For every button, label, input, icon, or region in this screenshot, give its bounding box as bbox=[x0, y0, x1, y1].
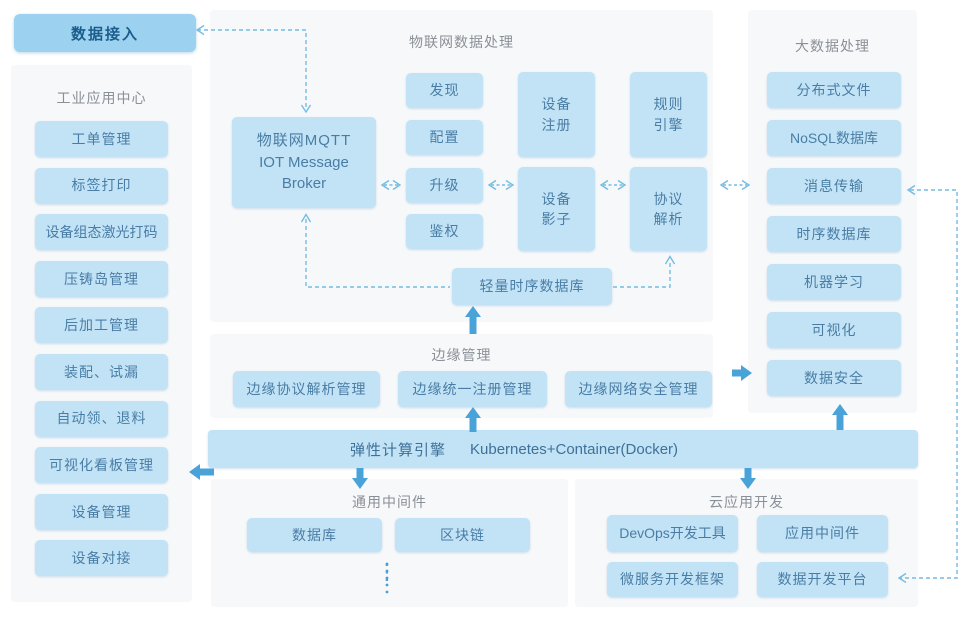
broker-line1: 物联网MQTT bbox=[256, 131, 352, 149]
module-box: 设备对接 bbox=[35, 540, 168, 577]
module-box: 边缘统一注册管理 bbox=[398, 371, 547, 407]
module-box: NoSQL数据库 bbox=[767, 120, 901, 156]
edge-management-panel: 边缘管理 边缘协议解析管理 边缘统一注册管理 边缘网络安全管理 bbox=[210, 334, 713, 418]
module-box: 区块链 bbox=[395, 518, 530, 552]
module-box: 设备注册 bbox=[518, 72, 595, 157]
module-box: 鉴权 bbox=[406, 214, 483, 249]
module-box: 自动领、退料 bbox=[35, 400, 168, 437]
module-box: 发现 bbox=[406, 73, 483, 108]
module-box: 边缘网络安全管理 bbox=[565, 371, 712, 407]
module-box: 设备管理 bbox=[35, 493, 168, 530]
module-box: 数据开发平台 bbox=[757, 562, 888, 597]
elastic-compute-bar: 弹性计算引擎 Kubernetes+Container(Docker) bbox=[208, 430, 918, 468]
module-box: 装配、试漏 bbox=[35, 353, 168, 390]
module-box: 设备组态激光打码 bbox=[35, 214, 168, 251]
module-box: 边缘协议解析管理 bbox=[233, 371, 380, 407]
module-box: 分布式文件 bbox=[767, 72, 901, 108]
elastic-compute-labels: 弹性计算引擎 Kubernetes+Container(Docker) bbox=[350, 430, 678, 468]
edge-panel-title: 边缘管理 bbox=[431, 347, 492, 363]
industrial-item-list: 工单管理 标签打印 设备组态激光打码 压铸岛管理 后加工管理 装配、试漏 自动领… bbox=[35, 121, 168, 577]
elastic-engine-label: 弹性计算引擎 bbox=[350, 441, 447, 459]
more-items-ellipsis: ⋮ bbox=[376, 559, 398, 584]
bigdata-item-list: 分布式文件 NoSQL数据库 消息传输 时序数据库 机器学习 可视化 数据安全 bbox=[767, 72, 901, 396]
middleware-panel: 通用中间件 数据库 区块链 ⋮ bbox=[211, 479, 568, 607]
industrial-app-center-panel: 工业应用中心 工单管理 标签打印 设备组态激光打码 压铸岛管理 后加工管理 装配… bbox=[11, 65, 192, 602]
data-access-button: 数据接入 bbox=[14, 14, 196, 52]
iot-panel-title: 物联网数据处理 bbox=[409, 34, 514, 50]
module-box: 标签打印 bbox=[35, 167, 168, 204]
mqtt-broker-box: 物联网MQTT IOT Message Broker bbox=[232, 117, 376, 208]
cloud-panel-title: 云应用开发 bbox=[709, 494, 784, 510]
module-box: 微服务开发框架 bbox=[607, 562, 738, 597]
elastic-tech-label: Kubernetes+Container(Docker) bbox=[470, 440, 679, 458]
module-box: 机器学习 bbox=[767, 264, 901, 300]
bigdata-panel: 大数据处理 分布式文件 NoSQL数据库 消息传输 时序数据库 机器学习 可视化… bbox=[748, 10, 917, 413]
module-box: 压铸岛管理 bbox=[35, 260, 168, 297]
module-box: 可视化看板管理 bbox=[35, 447, 168, 484]
tsdb-box: 轻量时序数据库 bbox=[452, 268, 612, 305]
middleware-panel-title: 通用中间件 bbox=[352, 494, 427, 510]
broker-line2: IOT Message Broker bbox=[259, 153, 349, 193]
module-box: 可视化 bbox=[767, 312, 901, 348]
cloud-dev-panel: 云应用开发 DevOps开发工具 应用中间件 微服务开发框架 数据开发平台 bbox=[575, 479, 918, 607]
module-box: 升级 bbox=[406, 168, 483, 203]
module-box: 时序数据库 bbox=[767, 216, 901, 252]
module-box: 工单管理 bbox=[35, 121, 168, 157]
module-box: 应用中间件 bbox=[757, 515, 888, 552]
industrial-panel-title: 工业应用中心 bbox=[56, 90, 147, 106]
module-box: DevOps开发工具 bbox=[607, 515, 738, 552]
module-box: 数据安全 bbox=[767, 360, 901, 396]
module-box: 设备影子 bbox=[518, 167, 595, 251]
module-box: 配置 bbox=[406, 120, 483, 155]
module-box: 协议解析 bbox=[630, 167, 707, 251]
module-box: 规则引擎 bbox=[630, 72, 707, 157]
module-box: 数据库 bbox=[247, 518, 382, 552]
bigdata-panel-title: 大数据处理 bbox=[795, 38, 870, 54]
iot-processing-panel: 物联网数据处理 物联网MQTT IOT Message Broker 发现 配置… bbox=[210, 10, 713, 322]
module-box: 后加工管理 bbox=[35, 307, 168, 344]
module-box: 消息传输 bbox=[767, 168, 901, 204]
